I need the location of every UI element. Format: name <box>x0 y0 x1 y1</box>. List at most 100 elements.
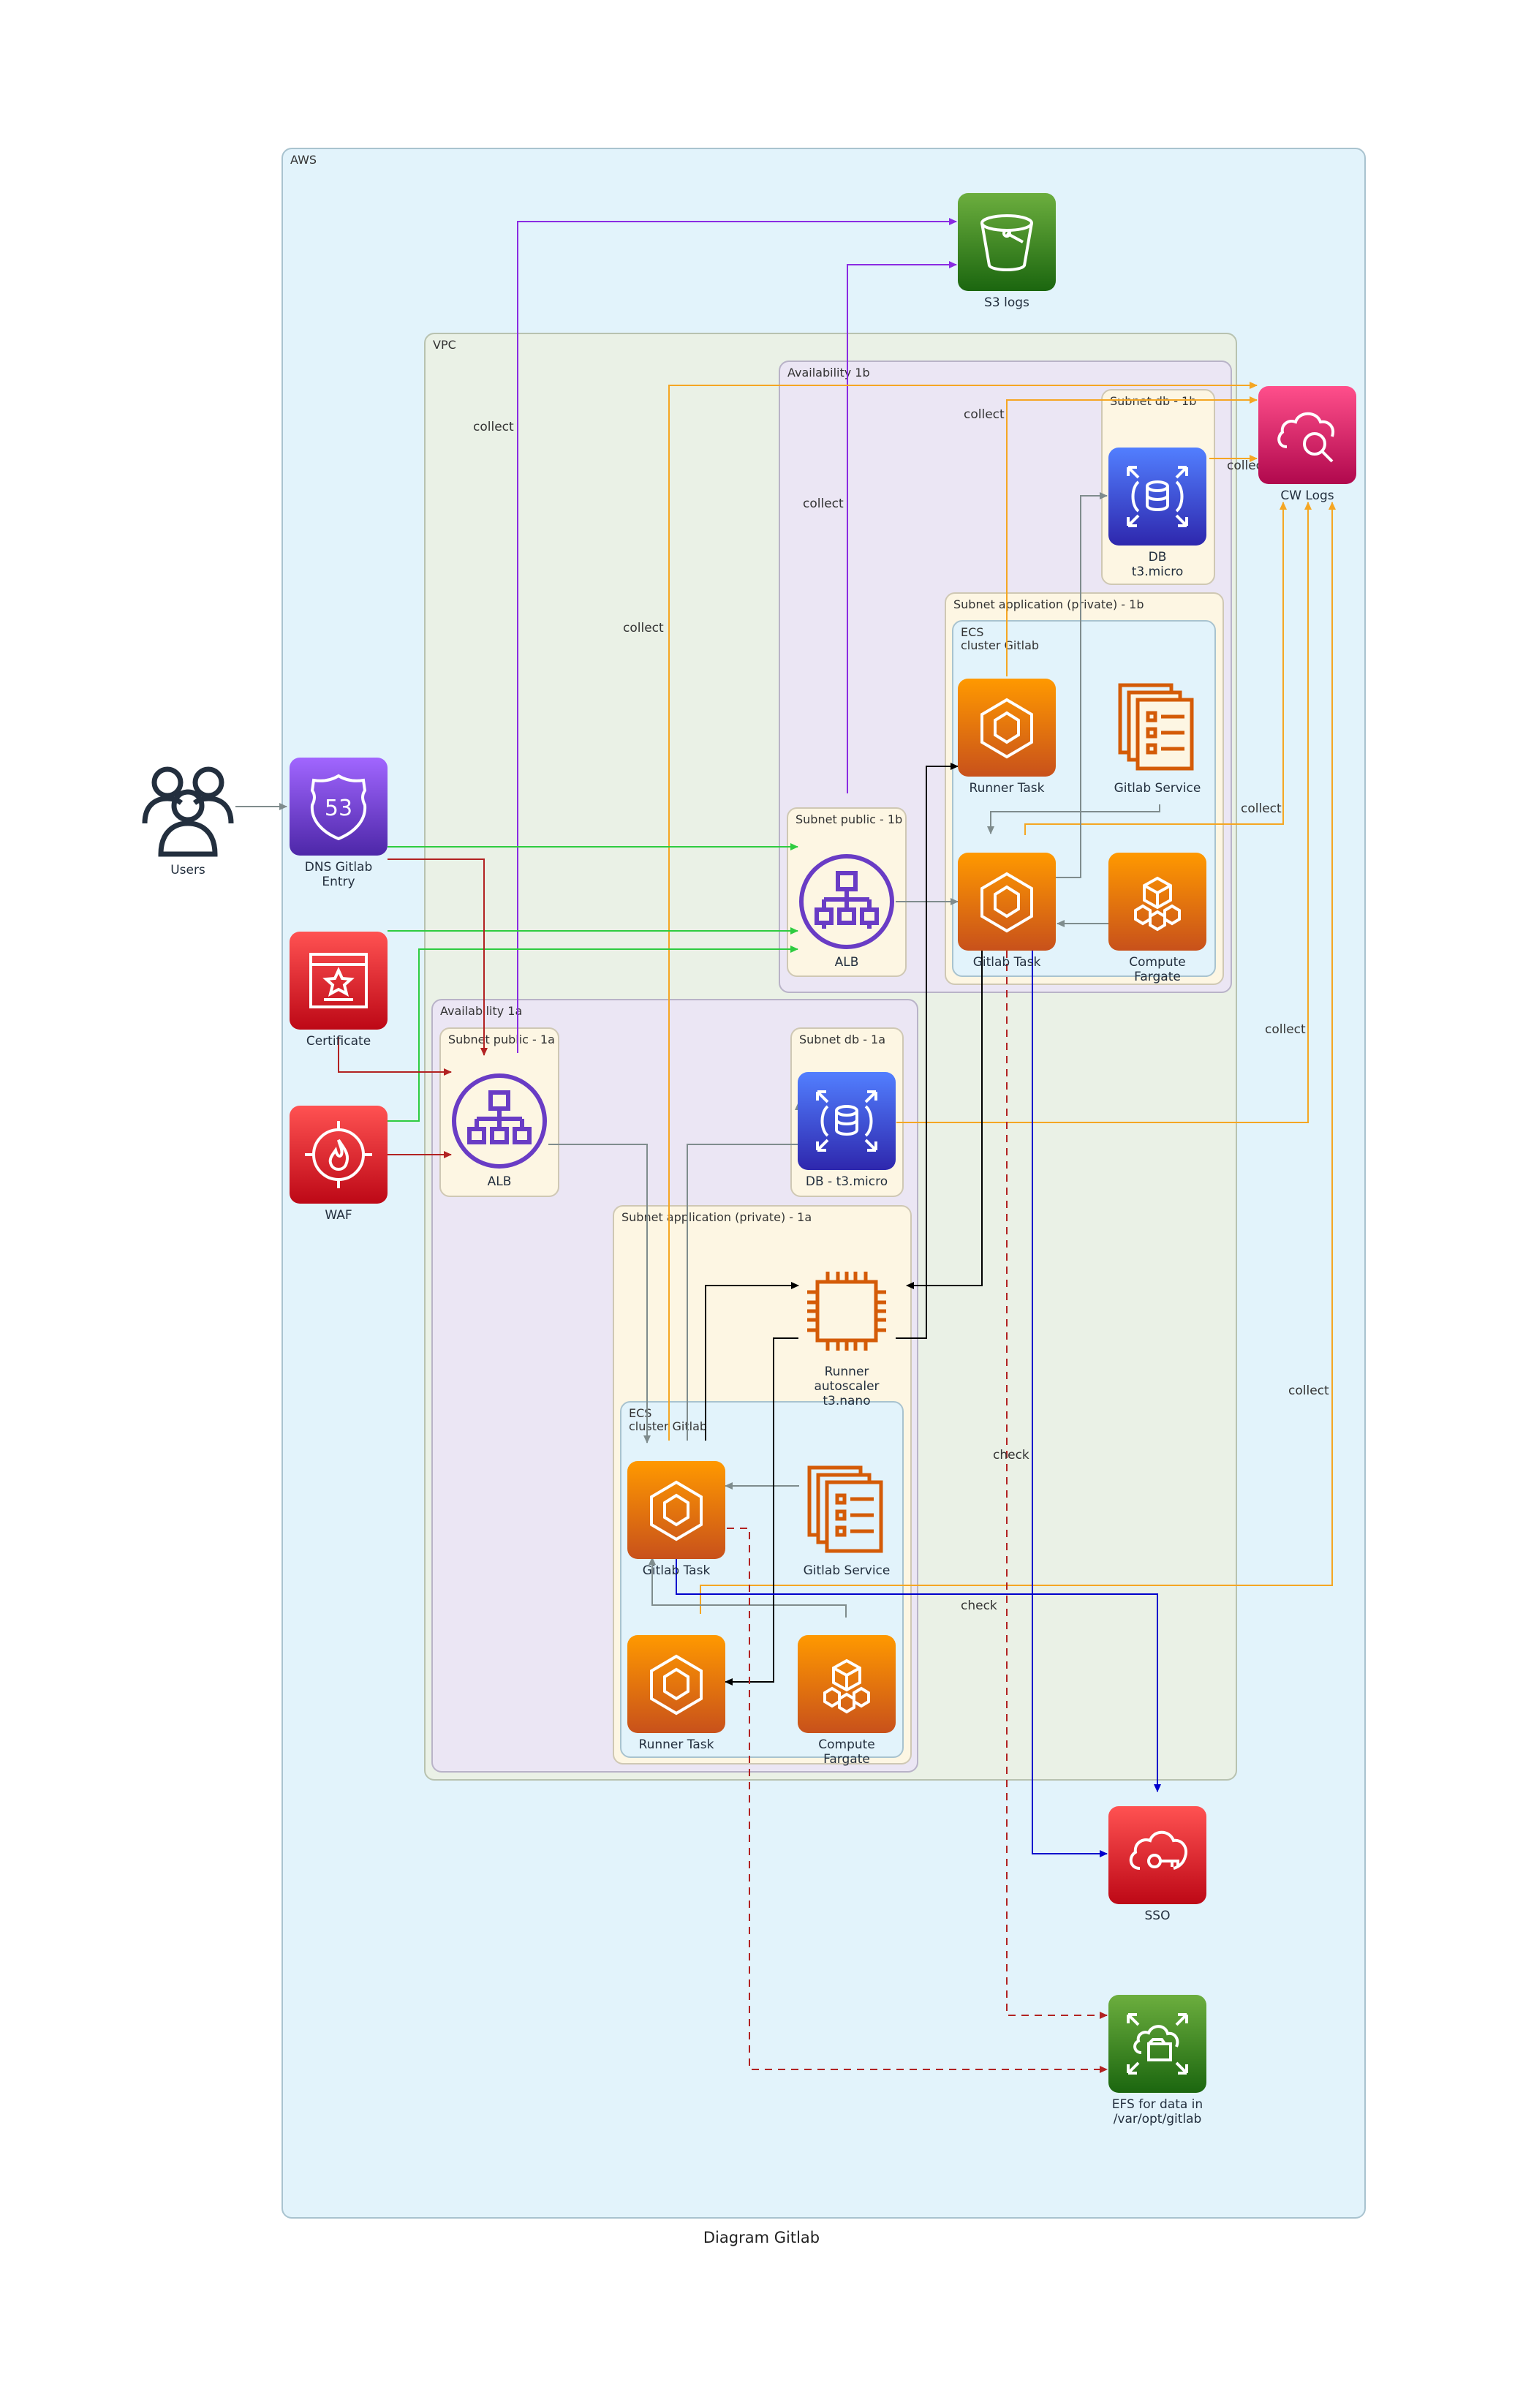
ecs-service-icon <box>798 1461 896 1559</box>
edge-collect-to-cw-1 <box>668 382 1258 1441</box>
runner-task-1a-node[interactable]: Runner Task <box>627 1635 725 1752</box>
subnet-public-1b-label: Subnet public - 1b <box>795 812 903 826</box>
edge-label-collect: collect <box>623 621 664 635</box>
edge-gitlabservice1b-gitlabtask1b <box>987 804 1160 834</box>
ecs-task-icon <box>958 853 1056 951</box>
edge-dns-alb1a <box>388 858 488 1056</box>
diagram-caption: Diagram Gitlab <box>703 2229 820 2246</box>
ecs-task-icon <box>958 679 1056 777</box>
runner-task-1b-node[interactable]: Runner Task <box>958 679 1056 796</box>
edge-gitlabtask1a-cw <box>700 502 1336 1614</box>
svg-text:53: 53 <box>325 796 352 821</box>
runner-task-1b-label: Runner Task <box>969 781 1045 796</box>
edge-collect-to-cw-2 <box>1006 396 1258 676</box>
certificate-label: Certificate <box>306 1034 371 1049</box>
runner-autoscaler-label: Runner autoscaler t3.nano <box>814 1365 880 1408</box>
edge-gitlabtask1a-db1a <box>687 1102 802 1441</box>
edge-db1a-cw <box>896 502 1312 1123</box>
cw-logs-node[interactable]: CW Logs <box>1258 386 1356 503</box>
users-node[interactable]: Users <box>139 760 237 877</box>
db-1a-label: DB - t3.micro <box>805 1174 888 1189</box>
edge-label-collect: collect <box>1241 801 1282 816</box>
edge-gitlabtask1b-cw <box>1024 502 1287 835</box>
waf-icon <box>290 1106 388 1204</box>
compute-fargate-1b-node[interactable]: Compute Fargate <box>1108 853 1206 984</box>
ec2-instance-icon <box>798 1262 896 1360</box>
subnet-public-1a-label: Subnet public - 1a <box>448 1033 555 1046</box>
gitlab-task-1b-node[interactable]: Gitlab Task <box>958 853 1056 970</box>
s3-label: S3 logs <box>984 295 1029 310</box>
edge-gitlabtask1b-efs <box>1006 951 1108 2019</box>
rds-database-icon <box>1108 448 1206 546</box>
ecs-task-icon <box>627 1461 725 1559</box>
certificate-manager-icon <box>290 932 388 1030</box>
efs-label: EFS for data in /var/opt/gitlab <box>1111 2097 1203 2126</box>
sso-label: SSO <box>1144 1909 1171 1923</box>
compute-fargate-1a-label: Compute Fargate <box>818 1737 875 1767</box>
edge-autoscaler-runnertask1a <box>725 1337 798 1686</box>
rds-database-icon <box>798 1072 896 1170</box>
load-balancer-icon <box>450 1072 548 1170</box>
alb-1a-node[interactable]: ALB <box>450 1072 548 1189</box>
edge-alb1a-s3 <box>517 218 957 1053</box>
db-1b-label: DB t3.micro <box>1131 550 1184 579</box>
cw-logs-label: CW Logs <box>1280 488 1334 503</box>
edge-cert-alb1a <box>338 1037 452 1076</box>
edge-label-check: check <box>961 1599 997 1613</box>
edge-label-collect: collect <box>1288 1384 1329 1398</box>
edge-label-check: check <box>993 1448 1029 1462</box>
ecs-1a-label: ECS cluster Gitlab <box>629 1406 708 1433</box>
sso-icon <box>1108 1806 1206 1904</box>
gitlab-task-1a-label: Gitlab Task <box>642 1563 711 1578</box>
edge-gitlabtask1a-autoscaler <box>705 1282 799 1441</box>
waf-node[interactable]: WAF <box>290 1106 388 1223</box>
db-1a-node[interactable]: DB - t3.micro <box>798 1072 896 1189</box>
compute-fargate-1b-label: Compute Fargate <box>1129 955 1186 984</box>
aws-cluster-label: AWS <box>290 153 317 167</box>
dns-label: DNS Gitlab Entry <box>304 860 373 889</box>
edge-alb1b-s3 <box>847 261 957 793</box>
gitlab-task-1b-label: Gitlab Task <box>972 955 1041 970</box>
dns-gitlab-entry-node[interactable]: 53 DNS Gitlab Entry <box>290 758 388 889</box>
availability-1b-label: Availability 1b <box>787 366 870 380</box>
gitlab-task-1a-node[interactable]: Gitlab Task <box>627 1461 725 1578</box>
edge-label-collect: collect <box>1227 458 1268 473</box>
availability-1a-label: Availability 1a <box>440 1004 523 1018</box>
edge-gitlabtask1a-sso <box>676 1558 1161 1792</box>
gitlab-service-1b-node[interactable]: Gitlab Service <box>1108 679 1206 796</box>
cloudwatch-logs-icon <box>1258 386 1356 484</box>
fargate-icon <box>798 1635 896 1733</box>
edge-gitlabtask1b-db1b <box>1056 492 1108 878</box>
s3-logs-node[interactable]: S3 logs <box>958 193 1056 310</box>
efs-node[interactable]: EFS for data in /var/opt/gitlab <box>1108 1995 1206 2126</box>
runner-autoscaler-node[interactable]: Runner autoscaler t3.nano <box>798 1262 896 1408</box>
compute-fargate-1a-node[interactable]: Compute Fargate <box>798 1635 896 1767</box>
efs-icon <box>1108 1995 1206 2093</box>
ecs-1b-label: ECS cluster Gitlab <box>961 625 1040 652</box>
alb-1b-node[interactable]: ALB <box>798 853 896 970</box>
users-label: Users <box>170 863 205 877</box>
edge-gitlabtask1b-sso <box>1032 951 1108 1857</box>
route53-icon: 53 <box>290 758 388 856</box>
gitlab-service-1a-node[interactable]: Gitlab Service <box>798 1461 896 1578</box>
edge-waf-alb1b <box>388 946 798 1122</box>
db-1b-node[interactable]: DB t3.micro <box>1108 448 1206 579</box>
vpc-cluster-label: VPC <box>433 338 456 352</box>
edge-label-collect: collect <box>1265 1022 1306 1037</box>
subnet-db-1b-label: Subnet db - 1b <box>1110 394 1197 408</box>
alb-1a-label: ALB <box>487 1174 512 1189</box>
alb-1b-label: ALB <box>834 955 859 970</box>
load-balancer-icon <box>798 853 896 951</box>
gitlab-service-1a-label: Gitlab Service <box>803 1563 891 1578</box>
s3-bucket-icon <box>958 193 1056 291</box>
certificate-node[interactable]: Certificate <box>290 932 388 1049</box>
edge-alb1a-gitlabtask1a <box>548 1144 651 1443</box>
gitlab-service-1b-label: Gitlab Service <box>1114 781 1201 796</box>
users-icon <box>139 760 237 858</box>
ecs-service-icon <box>1108 679 1206 777</box>
sso-node[interactable]: SSO <box>1108 1806 1206 1923</box>
edge-label-collect: collect <box>964 407 1005 422</box>
subnet-app-1b-label: Subnet application (private) - 1b <box>953 597 1144 611</box>
edge-gitlabtask1b-autoscaler <box>906 951 983 1289</box>
